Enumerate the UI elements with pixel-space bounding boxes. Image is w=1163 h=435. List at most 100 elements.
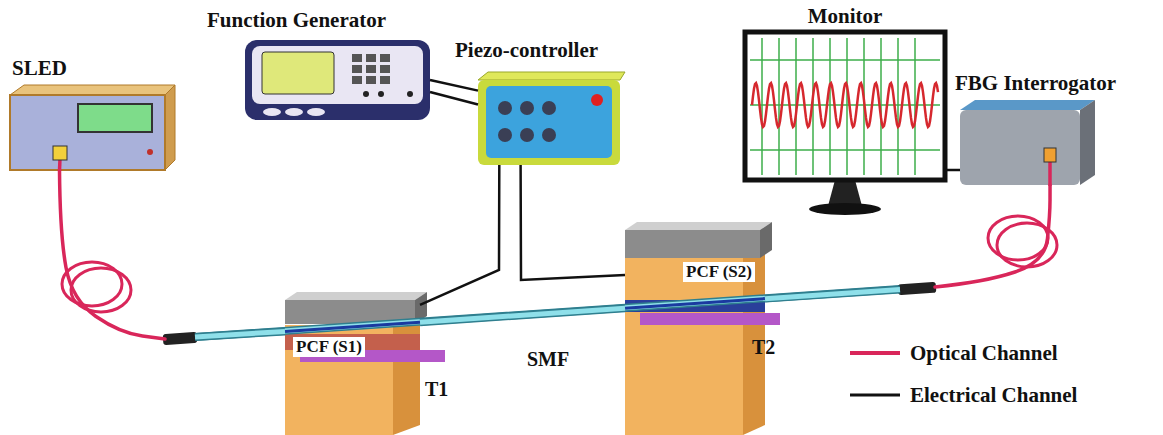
- monitor-illustration: [809, 203, 881, 215]
- piezo-controller-illustration: [478, 72, 625, 80]
- fiber-connector: [163, 282, 937, 345]
- fiber-tube: [625, 299, 765, 309]
- function-generator-illustration: [245, 40, 430, 120]
- device-label: Function Generator: [207, 8, 386, 32]
- sensor-label: PCF (S2): [683, 262, 755, 282]
- fiber-coil: [71, 268, 131, 312]
- monitor-illustration: [745, 32, 945, 215]
- piezo-controller-illustration: [520, 101, 534, 115]
- stage-s2: [640, 313, 780, 325]
- device-label: FBG Interrogator: [955, 71, 1116, 95]
- fiber-coil: [62, 216, 1057, 312]
- electrical-wire: [945, 169, 960, 172]
- function-generator-illustration: [366, 54, 376, 62]
- pcf-sensor-stage: PCF (S1): [285, 295, 420, 433]
- fiber-tube: [195, 289, 900, 337]
- stage-s2: [625, 258, 743, 435]
- monitor-illustration: [828, 180, 862, 206]
- connector: [420, 308, 625, 322]
- function-generator-illustration: [380, 65, 390, 73]
- function-generator-illustration: [380, 54, 390, 62]
- stage-s1: [285, 292, 445, 435]
- optical-cord: [935, 185, 1050, 287]
- fbg-interrogator-illustration: [960, 100, 1095, 186]
- piezo-controller-illustration: [542, 101, 556, 115]
- function-generator-illustration: [252, 46, 423, 104]
- connector: [765, 185, 1050, 299]
- fiber-core: [195, 331, 285, 337]
- connector: [60, 170, 286, 339]
- device-label: Piezo-controller: [455, 38, 598, 62]
- stage-s2: [625, 230, 760, 258]
- fbg-interrogator-illustration: [960, 100, 1095, 110]
- function-generator-illustration: [407, 91, 413, 97]
- function-generator-illustration: [307, 108, 325, 116]
- electrical-wire: [521, 165, 625, 280]
- device-label: SLED: [12, 56, 67, 80]
- sled-illustration: [10, 85, 175, 171]
- function-generator-illustration: [245, 40, 430, 120]
- legend-text: Electrical Channel: [910, 384, 1077, 406]
- stage-label: T2: [752, 336, 775, 358]
- connector: [521, 165, 625, 280]
- legend-sample: [850, 351, 900, 355]
- electrical-wire: [420, 165, 499, 305]
- function-generator-illustration: [366, 65, 376, 73]
- sled-illustration: [147, 149, 153, 155]
- sled-illustration: [10, 85, 175, 95]
- sled-illustration: [78, 104, 152, 132]
- grid-line: [750, 104, 940, 106]
- fiber-tube: [195, 289, 900, 337]
- grid-line: [750, 59, 940, 61]
- connector: [420, 165, 499, 305]
- pcf-sensor-stage: PCF (S2): [625, 225, 765, 433]
- grid-line: [750, 149, 940, 151]
- fiber-tube: [285, 322, 420, 331]
- function-generator-illustration: [366, 76, 376, 84]
- legend-sample: [850, 353, 900, 395]
- optical-cord: [60, 170, 166, 339]
- grid-line: [897, 38, 899, 175]
- piezo-controller-illustration: [520, 128, 534, 142]
- connector: [430, 80, 478, 105]
- function-generator-illustration: [263, 108, 281, 116]
- fiber-tube: [420, 308, 625, 322]
- sled-illustration: [165, 85, 175, 170]
- fiber-connector: [163, 332, 198, 345]
- stage-s1: [393, 312, 420, 435]
- fiber-tube: [195, 331, 285, 337]
- stage-label: T1: [425, 378, 448, 400]
- sled-source: SLED: [10, 85, 175, 170]
- electrical-wire: [430, 92, 478, 105]
- sled-illustration: [53, 146, 67, 160]
- piezo-controller-illustration: [478, 72, 625, 165]
- grid-line: [778, 38, 780, 175]
- fiber-tube: [195, 289, 900, 337]
- function-generator-illustration: [352, 54, 362, 62]
- piezo-controller-illustration: [486, 86, 612, 158]
- stage-s2: [625, 222, 780, 435]
- fiber-core: [420, 308, 625, 322]
- fiber-label: SMF: [525, 348, 571, 370]
- sensor-label: PCF (S1): [293, 337, 365, 357]
- legend-text: Optical Channel: [910, 342, 1058, 364]
- sled-illustration: [10, 95, 165, 170]
- monitor: Monitor: [745, 32, 945, 180]
- function-generator-illustration: [363, 91, 369, 97]
- stage-s1: [285, 292, 427, 300]
- function-generator-illustration: [285, 108, 303, 116]
- piezo-controller-illustration: [542, 128, 556, 142]
- fiber-tube: [765, 289, 900, 298]
- fbg-interrogator-illustration: [960, 110, 1080, 185]
- function-generator-illustration: [378, 91, 384, 97]
- stage-s2: [625, 222, 772, 230]
- signal-trace: [752, 83, 938, 127]
- grid-line: [761, 38, 763, 175]
- fiber-connector: [898, 282, 937, 296]
- piezo-controller-illustration: [591, 94, 603, 106]
- fbg-interrogator-illustration: [1080, 100, 1095, 185]
- function-generator-illustration: [352, 65, 362, 73]
- fbg-interrogator-illustration: [1048, 160, 1052, 186]
